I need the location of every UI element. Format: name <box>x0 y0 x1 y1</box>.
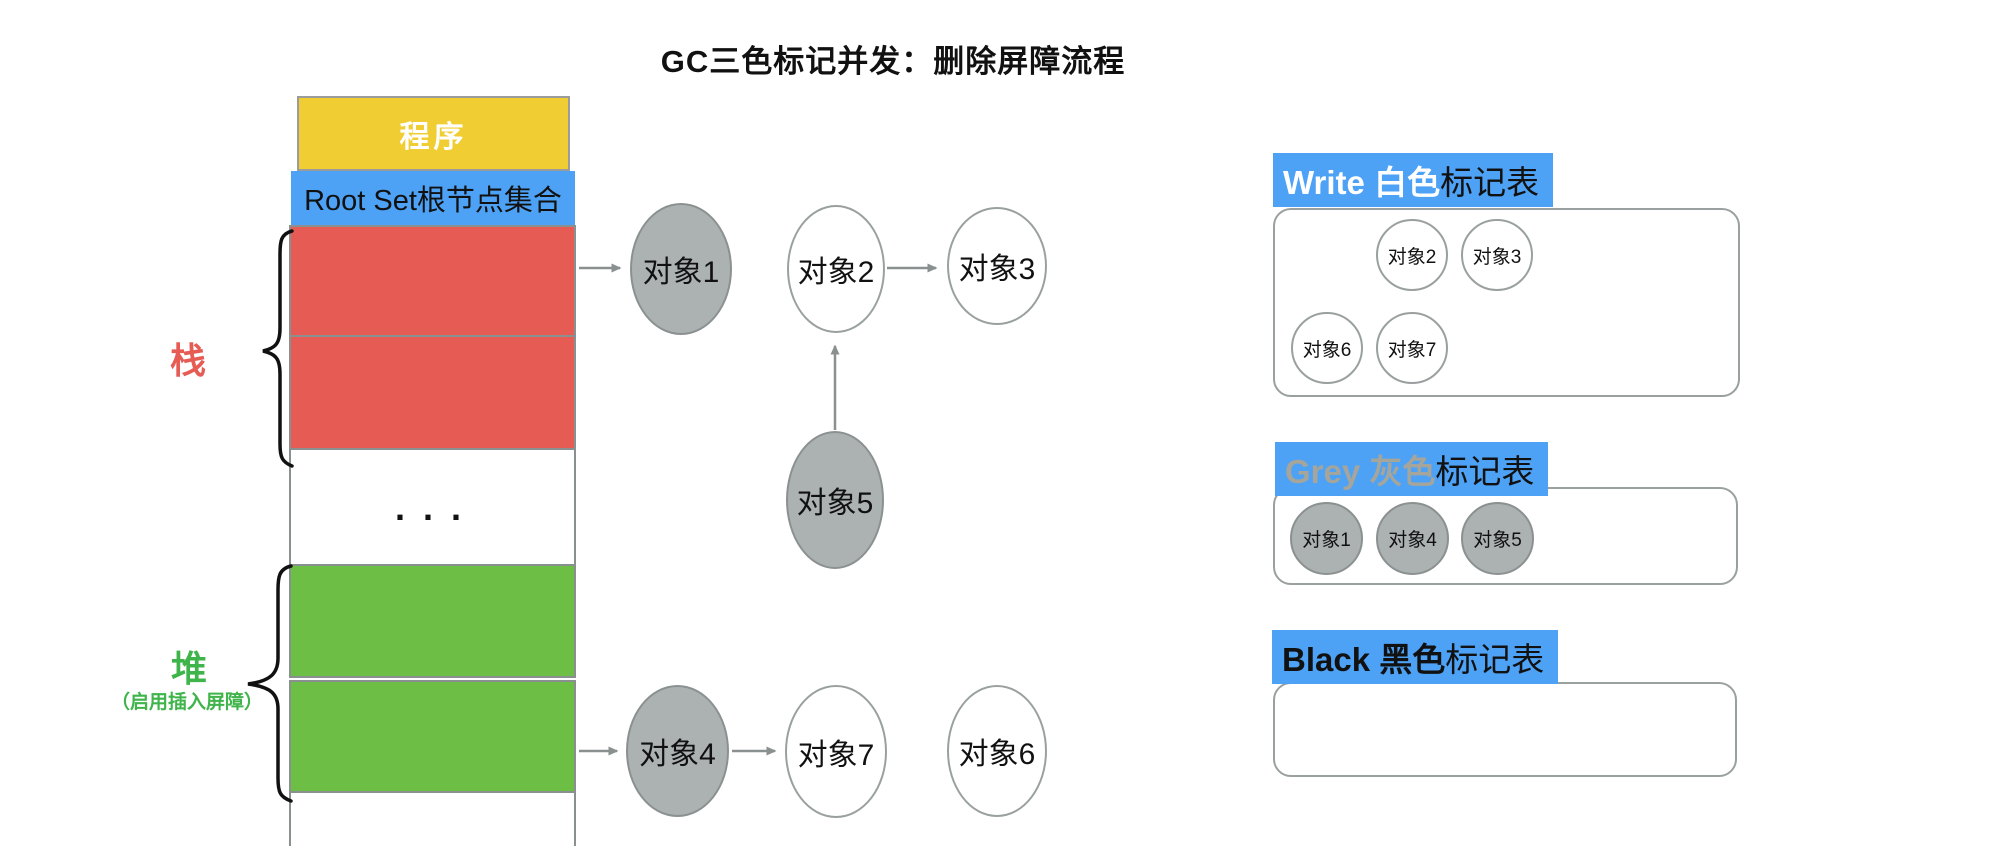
white-table-node-obj7: 对象7 <box>1376 312 1448 384</box>
memory-ellipsis: ... <box>394 487 479 528</box>
page-title: GC三色标记并发：删除屏障流程 <box>660 44 1126 79</box>
grey-table-node-obj1: 对象1 <box>1290 502 1363 575</box>
white-table-title-zh: 标记表 <box>1440 164 1540 201</box>
grey-table-node-obj4: 对象4 <box>1376 502 1449 575</box>
graph-node-obj6: 对象6 <box>947 685 1047 817</box>
root-set-box: Root Set根节点集合 <box>291 171 575 225</box>
stack-brace <box>262 229 294 468</box>
graph-node-obj1: 对象1 <box>630 203 732 335</box>
graph-node-obj7: 对象7 <box>785 685 887 818</box>
white-table-title-en: Write 白色 <box>1283 164 1441 201</box>
heap-note: （启用插入屏障） <box>110 692 263 713</box>
white-table-node-obj6: 对象6 <box>1291 312 1363 384</box>
graph-node-obj4: 对象4 <box>626 685 729 817</box>
graph-node-obj5: 对象5 <box>786 431 884 569</box>
heap-cell-green-2 <box>289 680 576 793</box>
black-table-title-en: Black 黑色 <box>1282 641 1446 678</box>
grey-table-title-zh: 标记表 <box>1435 453 1535 490</box>
stack-cell-red-2 <box>289 335 576 450</box>
heap-label: 堆 <box>170 648 207 689</box>
graph-node-obj3: 对象3 <box>947 207 1047 325</box>
grey-table-title: Grey 灰色标记表 <box>1275 442 1549 496</box>
memory-cell-bottom <box>289 791 576 846</box>
program-box: 程序 <box>297 96 570 171</box>
black-table-title-zh: 标记表 <box>1445 641 1545 678</box>
graph-node-obj2: 对象2 <box>787 205 885 333</box>
white-table-node-obj3: 对象3 <box>1461 219 1533 291</box>
grey-table-node-obj5: 对象5 <box>1461 502 1534 575</box>
memory-cell-ellipsis <box>289 448 576 566</box>
heap-cell-green-1 <box>289 564 576 678</box>
grey-table-title-en: Grey 灰色 <box>1285 453 1436 490</box>
stack-cell-red-1 <box>289 225 576 337</box>
black-table-box <box>1273 682 1737 777</box>
heap-brace <box>247 564 293 803</box>
white-table-node-obj2: 对象2 <box>1376 219 1448 291</box>
stack-label: 栈 <box>169 340 206 381</box>
white-table-title: Write 白色标记表 <box>1273 153 1554 207</box>
black-table-title: Black 黑色标记表 <box>1272 630 1559 684</box>
